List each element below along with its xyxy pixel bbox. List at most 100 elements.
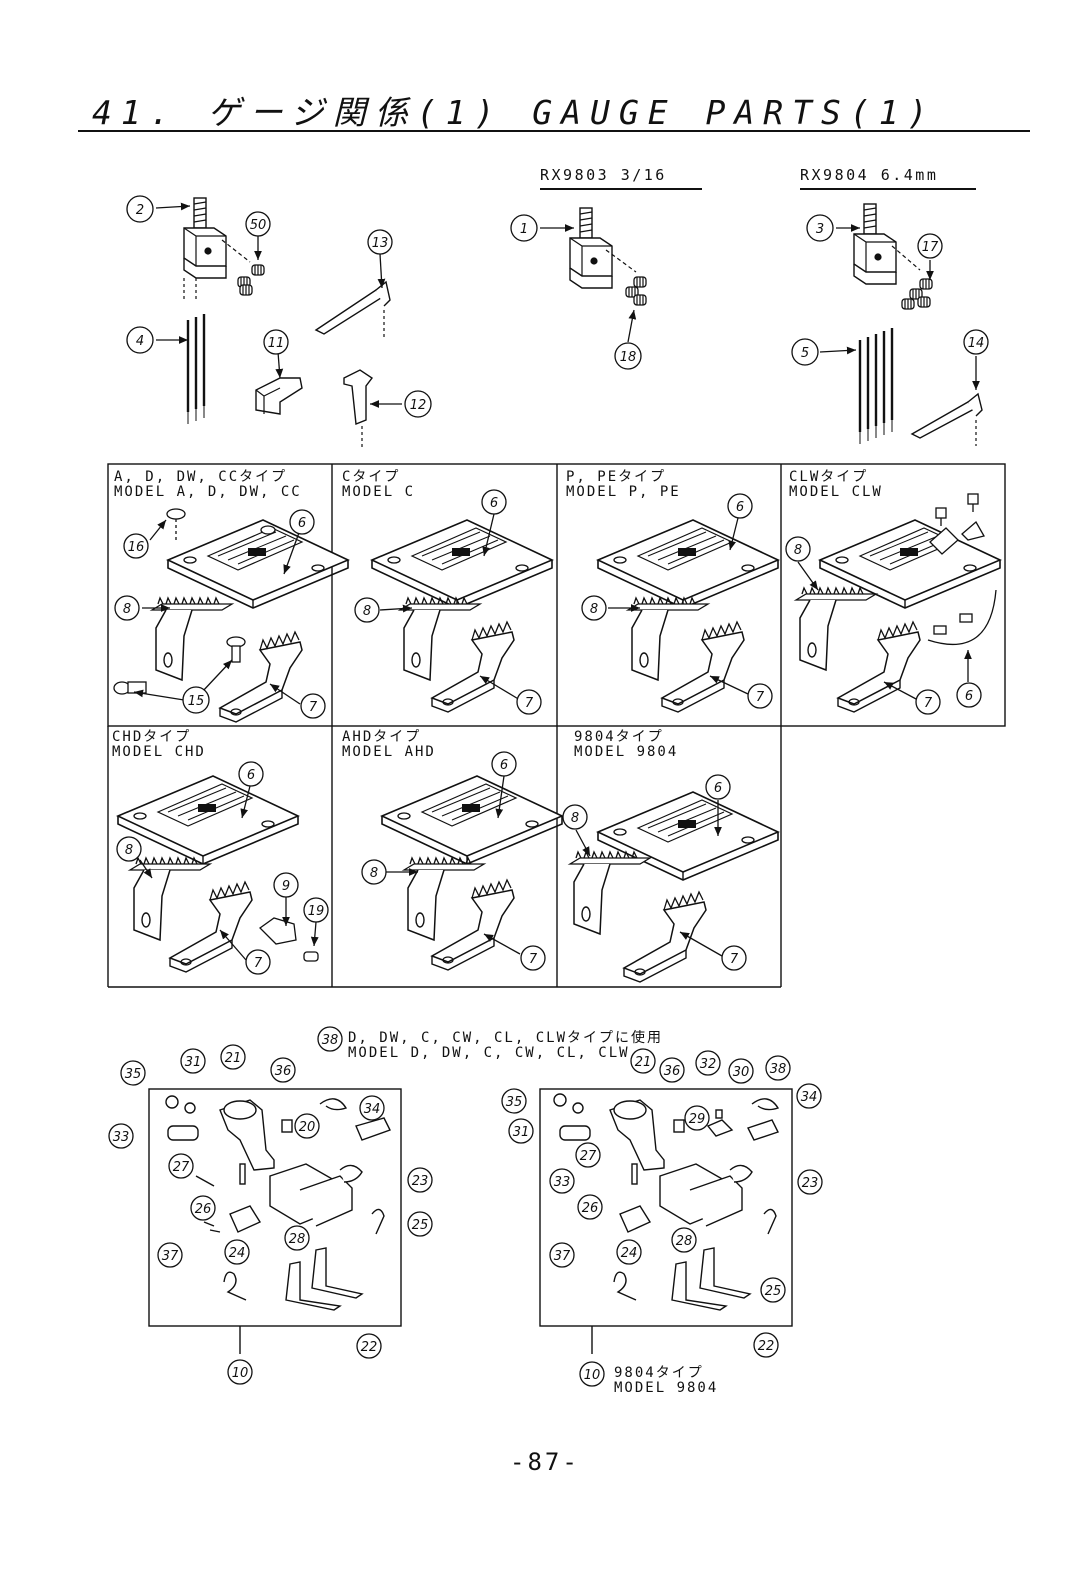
pl-callout-28: 28: [289, 1232, 306, 1247]
cell-label-chd: CHDタイプ MODEL CHD: [112, 730, 206, 760]
rx9804-header: RX9804 6.4mm: [800, 166, 976, 190]
pr-callout-36: 36: [664, 1064, 681, 1079]
pr-callout-35: 35: [506, 1095, 523, 1110]
cell-label-c: Cタイプ MODEL C: [342, 470, 415, 500]
callout-50: 50: [250, 218, 267, 233]
cell-label-line1: 9804タイプ: [574, 729, 664, 745]
pl-callout-10: 10: [232, 1366, 249, 1381]
cell-label-line2: MODEL A, D, DW, CC: [114, 484, 302, 500]
c1-callout-7: 7: [309, 700, 318, 715]
pr-callout-24: 24: [621, 1246, 638, 1261]
pr-callout-26: 26: [582, 1201, 599, 1216]
c2-callout-6: 6: [490, 496, 498, 511]
pl-callout-25: 25: [412, 1218, 429, 1233]
pr-callout-34: 34: [801, 1090, 818, 1105]
cell-label-a-d-dw-cc: A, D, DW, CCタイプ MODEL A, D, DW, CC: [114, 470, 302, 500]
c5-callout-7: 7: [254, 956, 263, 971]
rx9803-label: RX9803 3/16: [540, 166, 667, 184]
pl-callout-31: 31: [185, 1055, 202, 1070]
pr-callout-21: 21: [635, 1055, 652, 1070]
presser-right-model-line2: MODEL 9804: [614, 1380, 719, 1396]
cell-2-drawing: [371, 519, 553, 713]
c3-callout-7: 7: [756, 690, 765, 705]
pr-callout-37: 37: [554, 1249, 571, 1264]
c3-callout-6: 6: [736, 500, 744, 515]
cell-label-line1: P, PEタイプ: [566, 469, 667, 485]
pr-callout-29: 29: [689, 1112, 706, 1127]
c2-callout-8: 8: [363, 604, 371, 619]
c1-callout-16: 16: [128, 540, 145, 555]
c1-callout-6: 6: [298, 516, 306, 531]
c5-callout-9: 9: [282, 879, 290, 894]
pr-callout-38: 38: [770, 1062, 787, 1077]
pl-callout-37: 37: [162, 1249, 179, 1264]
pl-callout-34: 34: [364, 1102, 381, 1117]
pl-callout-21: 21: [225, 1051, 242, 1066]
cell-4-drawing: [795, 493, 1001, 713]
c1-callout-15: 15: [188, 694, 205, 709]
c5-callout-6: 6: [247, 768, 255, 783]
cell-label-line2: MODEL 9804: [574, 744, 679, 760]
callout-2: 2: [136, 203, 144, 218]
cell-6-drawing: [381, 775, 563, 971]
c5-callout-19: 19: [308, 904, 325, 919]
pl-callout-38: 38: [322, 1033, 339, 1048]
page-number: -87-: [510, 1448, 580, 1476]
pl-callout-23: 23: [412, 1174, 429, 1189]
set-screws-50: [237, 264, 265, 296]
cell-label-line1: CLWタイプ: [789, 469, 869, 485]
top-callout-labels: 2 50 13 4 11 12 1 18 3 17 5 14: [136, 203, 984, 413]
callout-11: 11: [268, 336, 285, 351]
cell-label-line1: A, D, DW, CCタイプ: [114, 469, 288, 485]
c6-callout-6: 6: [500, 758, 508, 773]
c2-callout-7: 7: [525, 696, 534, 711]
cell-label-line2: MODEL CLW: [789, 484, 883, 500]
pr-callout-31: 31: [513, 1125, 530, 1140]
callout-13: 13: [372, 236, 389, 251]
cell-label-ahd: AHDタイプ MODEL AHD: [342, 730, 436, 760]
c5-callout-8: 8: [125, 843, 133, 858]
pr-callout-28: 28: [676, 1234, 693, 1249]
presser-left-note-line2: MODEL D, DW, C, CW, CL, CLW: [348, 1045, 630, 1061]
c4-callout-7: 7: [924, 696, 933, 711]
cell-label-line2: MODEL P, PE: [566, 484, 681, 500]
pr-callout-30: 30: [733, 1065, 750, 1080]
pr-callout-32: 32: [700, 1057, 717, 1072]
top-callout-circles: [126, 195, 989, 418]
pl-callout-36: 36: [275, 1064, 292, 1079]
title-rule: [78, 130, 1030, 132]
c6-callout-8: 8: [370, 866, 378, 881]
callout-4: 4: [136, 334, 144, 349]
pr-callout-23: 23: [802, 1176, 819, 1191]
callout-3: 3: [816, 222, 824, 237]
callout-18: 18: [620, 350, 637, 365]
presser-right-model-line1: 9804タイプ: [614, 1365, 704, 1381]
cell-label-clw: CLWタイプ MODEL CLW: [789, 470, 883, 500]
pr-callout-22: 22: [758, 1339, 775, 1354]
c4-callout-8: 8: [794, 543, 802, 558]
c7-callout-8: 8: [571, 811, 579, 826]
c7-callout-6: 6: [714, 781, 722, 796]
callout-5: 5: [801, 346, 809, 361]
callout-12: 12: [410, 398, 427, 413]
callout-14: 14: [968, 336, 985, 351]
presser-right-drawing: [553, 1093, 780, 1311]
pr-callout-33: 33: [554, 1175, 571, 1190]
pl-callout-22: 22: [361, 1340, 378, 1355]
presser-left-note-line1: D, DW, C, CW, CL, CLWタイプに使用: [348, 1030, 664, 1046]
cell-label-p-pe: P, PEタイプ MODEL P, PE: [566, 470, 681, 500]
cell-label-line1: Cタイプ: [342, 469, 401, 485]
callout-17: 17: [922, 240, 939, 255]
page-title: 41. ゲージ関係(1) GAUGE PARTS(1): [92, 93, 937, 132]
c4-callout-6: 6: [965, 689, 973, 704]
cell-1-drawing: [113, 508, 349, 723]
cell-label-9804: 9804タイプ MODEL 9804: [574, 730, 678, 760]
pl-callout-24: 24: [229, 1246, 246, 1261]
cell-7-drawing: [569, 791, 779, 983]
cell-label-line1: AHDタイプ: [342, 729, 422, 745]
presser-right-model: 9804タイプ MODEL 9804: [614, 1366, 718, 1396]
pr-callout-25: 25: [765, 1284, 782, 1299]
presser-left-drawing: [165, 1095, 391, 1311]
rx9803-header: RX9803 3/16: [540, 166, 702, 190]
